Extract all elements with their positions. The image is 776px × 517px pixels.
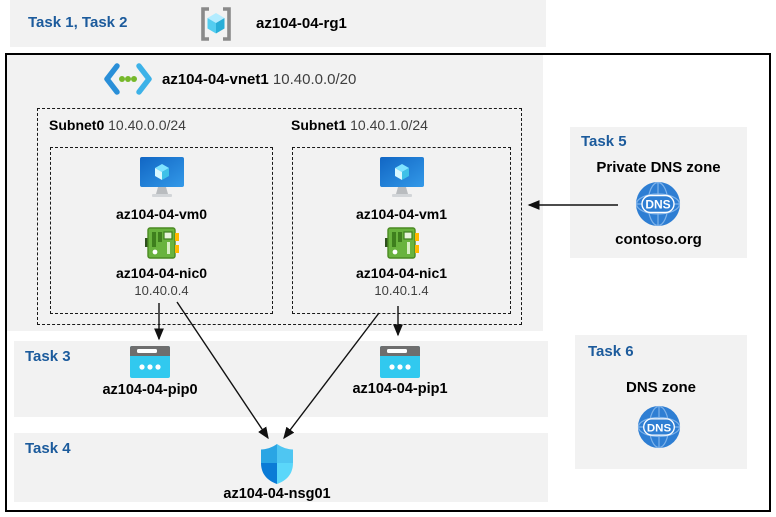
task6-box: Task 6 DNS zone DNS (575, 335, 747, 469)
vnet-title: az104-04-vnet1 10.40.0.0/20 (162, 71, 356, 88)
task4-label: Task 4 (25, 440, 71, 457)
subnet0-label: Subnet0 10.40.0.0/24 (49, 117, 186, 133)
resource-group-icon (196, 4, 236, 44)
subnet1-box: az104-04-vm1 az104-04-nic1 10.40.1.4 (292, 147, 511, 314)
task-1-2-band: Task 1, Task 2 az104-04-rg1 (10, 0, 546, 47)
nsg-label: az104-04-nsg01 (223, 486, 331, 502)
subnet0-cidr: 10.40.0.0/24 (108, 117, 186, 133)
resource-group-name: az104-04-rg1 (256, 15, 347, 32)
nic0-icon (144, 226, 179, 260)
subnet1-cidr: 10.40.1.0/24 (350, 117, 428, 133)
nic1-ip: 10.40.1.4 (374, 283, 429, 298)
pip0-icon (130, 346, 170, 378)
pip0-label: az104-04-pip0 (102, 382, 198, 398)
task4-band: Task 4 az104-04-nsg01 (14, 433, 548, 502)
dns-icon-text-task5: DNS (645, 198, 670, 212)
vnet-name: az104-04-vnet1 (162, 71, 269, 88)
virtual-network-icon (102, 60, 154, 98)
subnet1-label: Subnet1 10.40.1.0/24 (291, 117, 428, 133)
nic0-ip: 10.40.0.4 (134, 283, 189, 298)
task6-label: Task 6 (588, 343, 634, 360)
subnets-dashed-box (37, 108, 522, 325)
dns-zone-icon: DNS (637, 405, 681, 449)
task5-box: Task 5 Private DNS zone DNS contoso.org (570, 127, 747, 258)
nic1-label: az104-04-nic1 (355, 265, 448, 281)
dns-zone-title: DNS zone (625, 379, 696, 396)
subnet0-name: Subnet0 (49, 117, 105, 133)
vm0-icon (139, 157, 185, 199)
private-dns-zone-title: Private DNS zone (596, 159, 721, 176)
vm1-label: az104-04-vm1 (355, 206, 448, 222)
dns-icon-text-task6: DNS (647, 422, 672, 434)
vm1-icon (379, 157, 425, 199)
vnet-area (7, 55, 543, 331)
vnet-cidr: 10.40.0.0/20 (272, 71, 357, 88)
private-dns-zone-name: contoso.org (615, 231, 702, 248)
task3-band: Task 3 az104-04-pip0 az104-04-pip1 (14, 341, 548, 417)
private-dns-zone-icon: DNS (635, 181, 681, 227)
task5-label: Task 5 (581, 133, 627, 150)
nic1-icon (384, 226, 419, 260)
pip1-icon (380, 346, 420, 378)
task-1-2-label: Task 1, Task 2 (28, 14, 128, 31)
subnet1-name: Subnet1 (291, 117, 347, 133)
pip1-label: az104-04-pip1 (352, 381, 448, 397)
subnet0-box: az104-04-vm0 az104-04-nic0 10.40.0.4 (50, 147, 273, 314)
nic0-label: az104-04-nic0 (115, 265, 208, 281)
nsg-shield-icon (259, 443, 295, 485)
task3-label: Task 3 (25, 348, 71, 365)
vm0-label: az104-04-vm0 (115, 206, 208, 222)
